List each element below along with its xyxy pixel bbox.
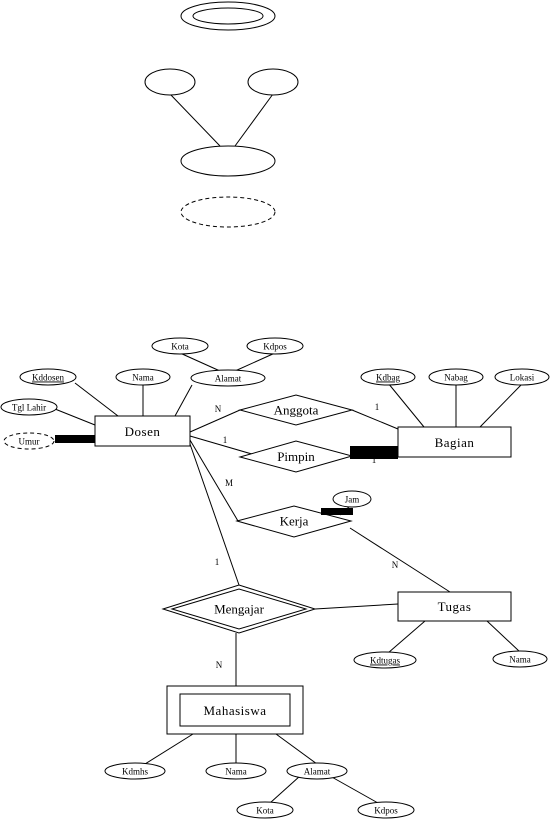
attribute-kerja-jam-label: Jam <box>345 495 360 505</box>
attribute-dosen-alamat-label: Alamat <box>215 374 242 384</box>
cardinality-anggota-dosen: N <box>215 404 222 414</box>
entity-tugas <box>397 591 512 622</box>
attribute-tugas-nama-label: Nama <box>509 655 531 665</box>
attribute-mhs-kdpos: Kdpos <box>357 801 415 819</box>
entity-mahasiswa <box>166 685 304 735</box>
cardinality-pimpin-dosen: 1 <box>223 435 228 445</box>
legend-composite-attribute-symbol <box>144 68 299 177</box>
legend-derived-attribute-symbol <box>180 196 276 228</box>
attribute-dosen-alamat: Alamat <box>190 369 266 387</box>
attribute-dosen-kota-label: Kota <box>171 342 189 352</box>
jam-connector-bar <box>321 508 353 515</box>
entity-dosen <box>94 415 191 447</box>
attribute-dosen-nama-label: Nama <box>132 373 154 383</box>
attribute-tugas-kdtugas: Kdtugas <box>353 651 417 669</box>
relationship-anggota-label: Anggota <box>274 403 319 418</box>
attribute-dosen-tgl-lahir: Tgl Lahir <box>0 398 58 416</box>
cardinality-mengajar-mahasiswa: N <box>216 660 223 670</box>
entity-bagian <box>397 426 512 458</box>
relationship-kerja-label: Kerja <box>280 514 309 529</box>
attribute-bagian-kdbag: Kdbag <box>360 368 416 386</box>
attribute-dosen-tgl-lahir-label: Tgl Lahir <box>12 403 46 413</box>
attribute-bagian-lokasi: Lokasi <box>494 368 550 386</box>
pimpin-connector-bar <box>350 446 398 459</box>
attribute-dosen-nama: Nama <box>115 368 171 386</box>
cardinality-anggota-bagian: 1 <box>375 402 380 412</box>
relationship-pimpin-label: Pimpin <box>277 449 315 464</box>
entity-mahasiswa-label: Mahasiswa <box>204 703 267 718</box>
attribute-dosen-kddosen: Kddosen <box>19 368 77 386</box>
cardinality-pimpin-bagian: 1 <box>372 455 377 465</box>
attribute-tugas-kdtugas-label: Kdtugas <box>370 656 400 666</box>
attribute-bagian-nabag: Nabag <box>428 368 484 386</box>
cardinality-kerja-tugas: N <box>392 560 399 570</box>
attribute-mhs-kdpos-label: Kdpos <box>374 806 398 816</box>
attribute-bagian-kdbag-label: Kdbag <box>376 373 400 383</box>
entity-bagian-label: Bagian <box>435 435 475 450</box>
attribute-bagian-nabag-label: Nabag <box>444 373 468 383</box>
attribute-mhs-alamat: Alamat <box>286 762 348 780</box>
umur-connector-bar <box>55 435 95 443</box>
attribute-mhs-alamat-label: Alamat <box>304 767 331 777</box>
cardinality-kerja-dosen: M <box>225 478 233 488</box>
attribute-dosen-umur-label: Umur <box>19 437 40 447</box>
legend-multivalued-attribute-symbol <box>180 1 276 31</box>
attribute-dosen-kdpos-label: Kdpos <box>263 342 287 352</box>
attribute-bagian-lokasi-label: Lokasi <box>510 373 535 383</box>
attribute-kerja-jam: Jam <box>332 490 372 508</box>
relationship-mengajar <box>161 584 317 634</box>
attribute-dosen-kddosen-label: Kddosen <box>32 373 64 383</box>
legend <box>144 1 299 228</box>
attribute-dosen-kdpos: Kdpos <box>246 337 304 355</box>
attribute-mhs-kdmhs-label: Kdmhs <box>122 767 149 777</box>
attribute-mhs-kdmhs: Kdmhs <box>104 762 166 780</box>
entity-dosen-label: Dosen <box>125 424 161 439</box>
attribute-mhs-kota-label: Kota <box>256 806 274 816</box>
attribute-dosen-umur: Umur <box>3 432 55 450</box>
attribute-mhs-nama-label: Nama <box>225 767 247 777</box>
cardinality-labels: N 1 1 1 M N 1 N <box>215 402 399 670</box>
entity-tugas-label: Tugas <box>438 599 472 614</box>
attribute-mhs-nama: Nama <box>205 762 267 780</box>
relationship-anggota <box>238 394 354 426</box>
attribute-dosen-kota: Kota <box>151 337 209 355</box>
relationship-mengajar-label: Mengajar <box>214 602 264 617</box>
attribute-mhs-kota: Kota <box>236 801 294 819</box>
attribute-tugas-nama: Nama <box>492 650 548 668</box>
cardinality-mengajar-dosen: 1 <box>215 557 220 567</box>
